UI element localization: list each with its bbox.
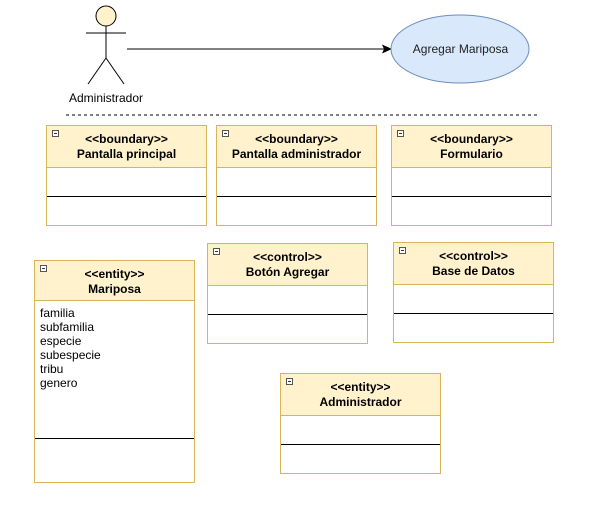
actor-figure (86, 5, 126, 85)
class-pantalla-principal[interactable]: <<boundary>> Pantalla principal (46, 125, 207, 226)
attributes-section (394, 285, 553, 314)
class-stereotype: <<boundary>> (430, 132, 513, 146)
attributes-section (281, 416, 440, 445)
collapse-icon[interactable] (40, 265, 47, 272)
attribute-item[interactable]: especie (40, 334, 82, 348)
collapse-icon[interactable] (397, 130, 404, 137)
class-stereotype: <<boundary>> (85, 132, 168, 146)
association-arrow (127, 44, 392, 54)
class-mariposa[interactable]: <<entity>> Mariposa familia subfamilia e… (34, 260, 195, 483)
attribute-item[interactable]: tribu (40, 362, 64, 376)
attributes-section (217, 168, 376, 197)
class-formulario[interactable]: <<boundary>> Formulario (391, 125, 552, 226)
class-stereotype: <<entity>> (84, 267, 145, 281)
attribute-item[interactable]: subfamilia (40, 320, 95, 334)
class-stereotype: <<control>> (439, 249, 508, 263)
collapse-icon[interactable] (52, 130, 59, 137)
class-stereotype: <<boundary>> (255, 132, 338, 146)
collapse-icon[interactable] (213, 248, 220, 255)
class-name: Botón Agregar (245, 265, 330, 279)
class-name: Pantalla administrador (231, 147, 362, 161)
class-administrador[interactable]: <<entity>> Administrador (280, 373, 441, 474)
collapse-icon[interactable] (286, 378, 293, 385)
attribute-item[interactable]: subespecie (40, 348, 101, 362)
class-pantalla-administrador[interactable]: <<boundary>> Pantalla administrador (216, 125, 377, 226)
class-name: Formulario (440, 147, 503, 161)
collapse-icon[interactable] (222, 130, 229, 137)
class-boton-agregar[interactable]: <<control>> Botón Agregar (207, 243, 368, 344)
class-name: Base de Datos (432, 264, 515, 278)
class-base-de-datos[interactable]: <<control>> Base de Datos (393, 242, 554, 343)
attributes-section (47, 168, 206, 197)
attributes-section (208, 286, 367, 315)
usecase-ellipse (390, 14, 530, 84)
class-name: Pantalla principal (76, 147, 177, 161)
class-name: Mariposa (88, 282, 141, 296)
attribute-item[interactable]: familia (40, 306, 75, 320)
actor-label: Administrador (69, 91, 144, 105)
class-stereotype: <<control>> (253, 250, 322, 264)
attribute-item[interactable]: genero (40, 376, 78, 390)
class-stereotype: <<entity>> (330, 380, 391, 394)
usecase-label[interactable]: Agregar Mariposa (412, 42, 509, 56)
class-name: Administrador (319, 395, 402, 409)
collapse-icon[interactable] (399, 247, 406, 254)
attributes-section (392, 168, 551, 197)
attributes-section: familia subfamilia especie subespecie tr… (35, 301, 194, 439)
